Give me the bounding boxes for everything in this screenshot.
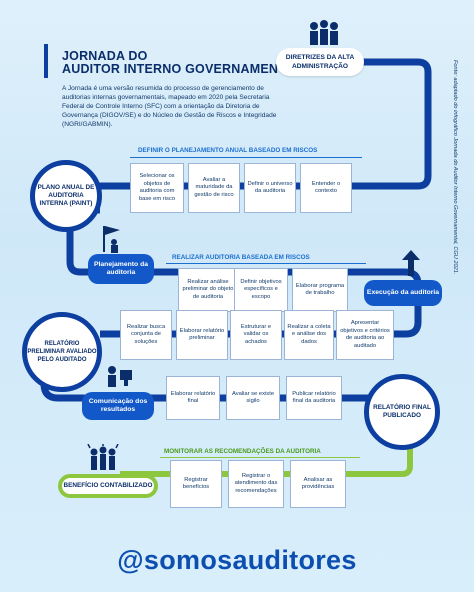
social-handle: @somosauditores <box>117 545 357 575</box>
step-preliminary-report: Elaborar relatório preliminar <box>176 310 228 360</box>
node-relatorio-preliminar: RELATÓRIO PRELIMINAR AVALIADO PELO AUDIT… <box>22 312 102 392</box>
node-execucao: Execução da auditoria <box>364 280 442 306</box>
step-context: Entender o contexto <box>300 163 352 213</box>
divider <box>160 457 360 458</box>
node-planejamento: Planejamento da auditoria <box>88 254 154 284</box>
flow-line-top <box>96 58 432 190</box>
section-label-planning: DEFINIR O PLANEJAMENTO ANUAL BASEADO EM … <box>138 147 318 154</box>
computer-person-icon <box>108 366 132 387</box>
step-final-report: Elaborar relatório final <box>166 376 220 420</box>
source-note: Fonte: adaptado do infográfico Jornada d… <box>452 60 458 275</box>
node-paint: PLANO ANUAL DE AUDITORIA INTERNA (PAINT) <box>30 160 102 232</box>
step-register-recommendations: Registrar o atendimento das recomendaçõe… <box>228 460 284 508</box>
step-work-program: Elaborar programa de trabalho <box>292 268 348 312</box>
node-relatorio-final: RELATÓRIO FINAL PUBLICADO <box>364 374 440 450</box>
node-beneficio: BENEFÍCIO CONTABILIZADO <box>58 474 158 498</box>
step-analyze-providences: Analisar as providências <box>290 460 346 508</box>
celebrating-people-icon <box>87 444 119 470</box>
step-preliminary-analysis: Realizar análise preliminar do objeto de… <box>178 268 238 312</box>
step-data-analysis: Realizar a coleta e análise dos dados <box>284 310 334 360</box>
step-present-objectives: Apresentar objetivos e critérios de audi… <box>336 310 394 360</box>
step-joint-solutions: Realizar busca conjunta de soluções <box>120 310 172 360</box>
divider <box>166 263 366 264</box>
start-directives-box: DIRETRIZES DA ALTA ADMINISTRAÇÃO <box>276 48 364 76</box>
section-label-audit: REALIZAR AUDITORIA BASEADA EM RISCOS <box>172 254 310 261</box>
title-accent-bar <box>44 44 48 78</box>
step-select-objects: Selecionar os objetos de auditoria com b… <box>130 163 184 213</box>
node-comunicacao: Comunicação dos resultados <box>82 392 154 420</box>
page-title: JORNADA DO AUDITOR INTERNO GOVERNAMENTAL <box>62 50 302 76</box>
title-line1: JORNADA DO <box>62 49 148 63</box>
arrow-up-icon <box>402 250 420 276</box>
step-objectives-scope: Definir objetivos específicos e escopo <box>234 268 288 312</box>
section-label-monitor: MONITORAR AS RECOMENDAÇÕES DA AUDITORIA <box>164 448 321 455</box>
step-universe: Definir o universo da auditoria <box>244 163 296 213</box>
title-line2: AUDITOR INTERNO GOVERNAMENTAL <box>62 62 303 76</box>
step-findings: Estruturar e validar os achados <box>230 310 282 360</box>
divider <box>130 157 362 158</box>
step-register-benefits: Registrar benefícios <box>170 460 222 508</box>
step-publish-report: Publicar relatório final da auditoria <box>286 376 342 420</box>
flow-line-monitor <box>140 426 413 477</box>
step-secrecy: Avaliar se existe sigilo <box>226 376 280 420</box>
meeting-people-icon <box>310 20 338 45</box>
intro-text: A Jornada é uma versão resumida do proce… <box>62 85 277 128</box>
step-maturity: Avaliar a maturidade da gestão de risco <box>188 163 240 213</box>
climber-flag-icon <box>103 226 120 253</box>
